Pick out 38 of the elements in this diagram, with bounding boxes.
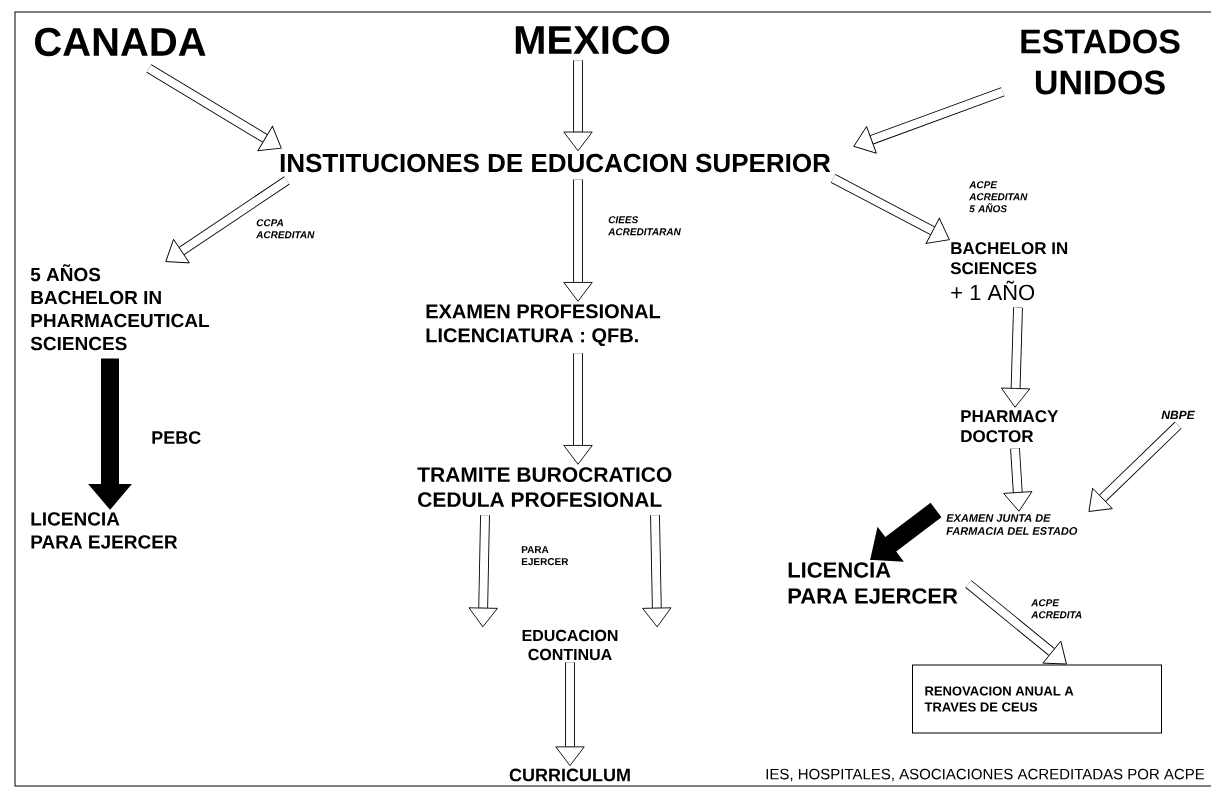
stage-label: TRAMITE BUROCRATICO CEDULA PROFESIONAL: [417, 467, 672, 508]
stage-label: BACHELOR IN SCIENCES + 1 AÑO: [950, 242, 1068, 301]
edge-label: CIEES ACREDITARAN: [608, 216, 681, 236]
block-arrow: [853, 87, 1005, 154]
edge-label: CCPA ACREDITAN: [256, 219, 315, 239]
process-box: RENOVACION ANUAL A TRAVES DE CEUS: [912, 664, 1162, 734]
footnote: IES, HOSPITALES, ASOCIACIONES ACREDITADAS POR ACPE: [766, 768, 1205, 782]
stage-label: LICENCIA PARA EJERCER: [31, 512, 178, 549]
block-arrow: [642, 515, 672, 628]
stage-label: PHARMACY DOCTOR: [961, 410, 1059, 443]
stage-label: EDUCACION CONTINUA: [522, 629, 618, 661]
stage-label: EXAMEN PROFESIONAL LICENCIATURA : QFB.: [426, 304, 661, 347]
edge-label: ACPE ACREDITA: [1031, 599, 1082, 619]
country-heading: MEXICO: [515, 25, 670, 55]
block-arrow: [870, 502, 942, 562]
stage-label: 5 AÑOS BACHELOR IN PHARMACEUTICAL SCIENCES: [30, 264, 209, 351]
block-arrow: [563, 60, 593, 152]
block-arrow: [165, 176, 290, 264]
stage-label: EXAMEN JUNTA DE FARMACIA DEL ESTADO: [946, 514, 1078, 535]
block-arrow: [563, 353, 593, 465]
country-heading: CANADA: [35, 27, 206, 57]
stage-label: LICENCIA PARA EJERCER: [788, 562, 958, 604]
block-arrow: [555, 662, 585, 767]
block-arrow: [146, 64, 282, 152]
block-arrow: [1000, 307, 1031, 408]
block-arrow: [468, 515, 498, 628]
block-arrow: [965, 580, 1067, 665]
stage-label: CURRICULUM: [509, 768, 630, 782]
block-arrow: [1088, 421, 1182, 512]
block-arrow: [1003, 448, 1033, 512]
block-arrow: [563, 179, 593, 302]
edge-label: ACPE ACREDITAN 5 AÑOS: [969, 181, 1028, 213]
country-heading: ESTADOS UNIDOS: [1021, 29, 1180, 95]
stage-label: NBPE: [1161, 410, 1195, 420]
edge-label: PEBC: [152, 431, 201, 444]
stage-label: INSTITUCIONES DE EDUCACION SUPERIOR: [280, 153, 831, 173]
note-label: PARA EJERCER: [521, 546, 569, 566]
block-arrow: [830, 174, 950, 244]
